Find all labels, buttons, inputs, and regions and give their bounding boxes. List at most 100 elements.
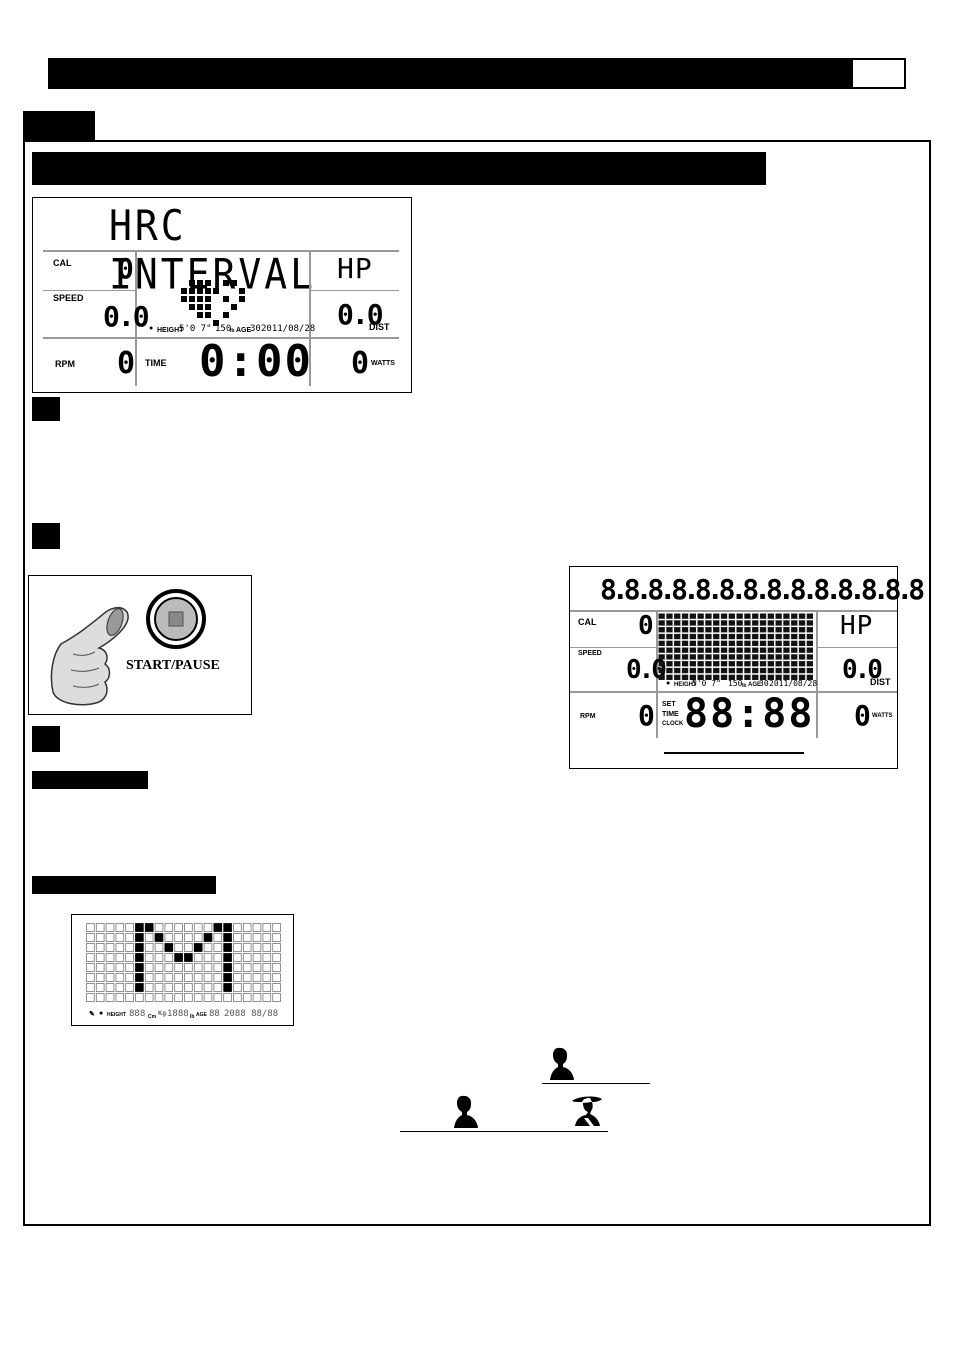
matrix-cell	[95, 953, 105, 962]
male-user-icon-2	[452, 1094, 478, 1128]
caption-underline	[664, 752, 804, 754]
matrix-cell	[233, 973, 242, 982]
start-pause-illustration: START/PAUSE	[28, 575, 252, 715]
matrix-cell	[193, 993, 203, 1002]
header-page-box	[853, 60, 904, 87]
weight-value: 150	[728, 679, 743, 688]
matrix-cell	[144, 963, 154, 972]
height-unit: Cm	[148, 1014, 157, 1020]
lcd2-title: 8.8.8.8.8.8.8.8.8.8.8.8.8.8	[600, 573, 925, 606]
matrix-cell	[115, 983, 125, 992]
matrix-cell	[223, 923, 232, 932]
matrix-cell	[213, 993, 223, 1002]
matrix-cell	[184, 963, 193, 972]
matrix-cell	[252, 953, 262, 962]
matrix-cell	[223, 963, 232, 972]
matrix-cell	[144, 973, 154, 982]
matrix-cell	[144, 983, 154, 992]
time-label: TIME	[662, 711, 679, 718]
edit-icon: ✎	[89, 1011, 95, 1018]
matrix-cell	[125, 923, 134, 932]
lcd-display-dot-matrix: ✎ ● HEIGHT 888 Cm Kg 1888 lb AGE 88 2088…	[71, 914, 294, 1026]
user-icon: ●	[99, 1010, 104, 1017]
age-label: AGE	[196, 1012, 207, 1018]
subheading-bar-2	[32, 876, 216, 894]
matrix-cell	[164, 963, 174, 972]
rpm-label: RPM	[580, 713, 596, 720]
matrix-cell	[135, 983, 144, 992]
matrix-cell	[164, 933, 174, 942]
matrix-cell	[135, 973, 144, 982]
matrix-cell	[203, 923, 213, 932]
matrix-cell	[262, 963, 272, 972]
matrix-cell	[193, 923, 203, 932]
matrix-cell	[213, 973, 223, 982]
weight-unit: lb	[230, 328, 235, 334]
matrix-cell	[86, 953, 95, 962]
matrix-cell	[272, 923, 281, 932]
matrix-cell	[203, 933, 213, 942]
matrix-cell	[115, 963, 125, 972]
matrix-cell	[125, 993, 134, 1002]
cal-value: 0	[117, 252, 135, 285]
matrix-cell	[223, 943, 232, 952]
hp-value: HP	[840, 611, 874, 641]
female-user-icon	[570, 1092, 604, 1126]
matrix-cell	[193, 973, 203, 982]
matrix-cell	[262, 953, 272, 962]
age-value: 30	[250, 324, 261, 334]
matrix-cell	[164, 943, 174, 952]
matrix-cell	[233, 953, 242, 962]
matrix-cell	[174, 973, 183, 982]
matrix-cell	[193, 983, 203, 992]
dist-value: 0.0	[337, 298, 384, 331]
matrix-cell	[272, 963, 281, 972]
time-label: TIME	[145, 358, 167, 368]
hand-icon	[43, 604, 133, 710]
matrix-cell	[105, 993, 115, 1002]
matrix-cell	[233, 983, 242, 992]
start-pause-button-icon	[145, 588, 207, 650]
matrix-cell	[242, 963, 252, 972]
matrix-cell	[193, 953, 203, 962]
matrix-cell	[252, 933, 262, 942]
user-icon: ●	[149, 325, 154, 332]
dot-matrix-m	[86, 923, 282, 1003]
matrix-cell	[125, 933, 134, 942]
matrix-cell	[154, 953, 164, 962]
matrix-cell	[203, 973, 213, 982]
age-label: AGE	[236, 327, 252, 334]
matrix-cell	[203, 953, 213, 962]
section-tab	[23, 111, 95, 141]
matrix-cell	[233, 933, 242, 942]
matrix-cell	[184, 933, 193, 942]
height-label: HEIGHT	[674, 682, 697, 688]
matrix-cell	[184, 953, 193, 962]
matrix-cell	[203, 993, 213, 1002]
date-value: 2011/08/28	[261, 324, 316, 334]
speed-label: SPEED	[53, 293, 84, 303]
matrix-cell	[252, 923, 262, 932]
underline-2	[400, 1131, 608, 1132]
cal-label: CAL	[578, 617, 597, 627]
matrix-cell	[105, 943, 115, 952]
matrix-cell	[164, 983, 174, 992]
matrix-cell	[213, 943, 223, 952]
height-label: HEIGHT	[157, 327, 184, 334]
matrix-cell	[252, 983, 262, 992]
height-value: 5'0 7"	[179, 324, 212, 334]
matrix-cell	[154, 993, 164, 1002]
step-marker-2	[32, 523, 60, 549]
matrix-cell	[174, 983, 183, 992]
matrix-cell	[262, 933, 272, 942]
subheading-bar-1	[32, 771, 148, 789]
matrix-cell	[213, 983, 223, 992]
matrix-cell	[223, 953, 232, 962]
matrix-cell	[164, 993, 174, 1002]
step-marker-3	[32, 726, 60, 752]
matrix-cell	[193, 963, 203, 972]
matrix-cell	[213, 923, 223, 932]
age-label: AGE	[748, 682, 762, 688]
matrix-cell	[233, 943, 242, 952]
matrix-cell	[193, 933, 203, 942]
